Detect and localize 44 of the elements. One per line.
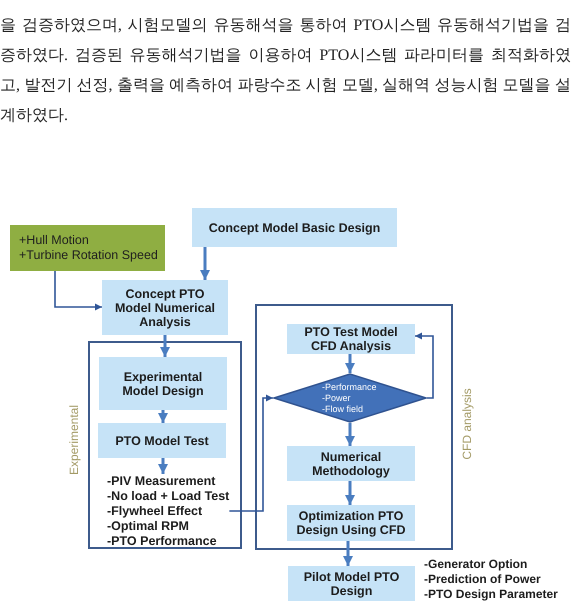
note-item: -Generator Option bbox=[424, 557, 528, 572]
arrow bbox=[345, 481, 355, 505]
arrow bbox=[229, 394, 273, 512]
step-label: PTO Model Test bbox=[115, 434, 209, 448]
step-label: Pilot Model PTO Design bbox=[302, 570, 400, 598]
process-box bbox=[288, 566, 415, 601]
process-box bbox=[287, 324, 415, 354]
diamond-label: -Performance bbox=[322, 382, 377, 392]
arrow bbox=[345, 354, 355, 373]
arrow bbox=[345, 423, 355, 446]
list-item: -PIV Measurement bbox=[107, 474, 216, 489]
process-box bbox=[98, 423, 226, 458]
input-item: +Hull Motion bbox=[19, 233, 89, 248]
arrow bbox=[200, 247, 210, 280]
input-item: +Turbine Rotation Speed bbox=[19, 248, 158, 263]
list-item: -Flywheel Effect bbox=[107, 504, 202, 519]
process-box bbox=[192, 208, 397, 247]
list-item: -No load + Load Test bbox=[107, 489, 230, 504]
diamond-label: -Power bbox=[322, 392, 351, 404]
step-label: Optimization PTO Design Using CFD bbox=[295, 509, 407, 537]
frame-label: CFD analysis bbox=[460, 388, 474, 460]
diamond-label: -Flow field bbox=[322, 404, 364, 414]
process-box bbox=[102, 280, 228, 335]
list-item: -PTO Performance bbox=[107, 534, 217, 549]
process-box bbox=[287, 446, 415, 481]
arrow bbox=[158, 410, 168, 423]
step-label: Numerical Methodology bbox=[311, 450, 391, 478]
step-label: Experimental Model Design bbox=[121, 370, 205, 398]
note-item: -Prediction of Power bbox=[424, 572, 541, 587]
arrow bbox=[160, 335, 170, 357]
arrow bbox=[158, 458, 168, 474]
process-box bbox=[287, 505, 415, 541]
arrow bbox=[343, 541, 353, 566]
arrow bbox=[54, 271, 102, 310]
input-box bbox=[10, 225, 165, 271]
body-paragraph: 을 검증하였으며, 시험모델의 유동해석을 통하여 PTO시스템 유동해석기법을 검증하였다. 검증된 유동해석기법을 이용하여 PTO시스템 파라미터를 최적화하였고, 발전기 선정, 출력을 예측하여 파랑수조 시험 모델, 실해역 성능시험 모델을 설계하였다. bbox=[0, 16, 571, 126]
note-item: -PTO Design Parameter bbox=[424, 587, 558, 602]
process-box bbox=[99, 357, 227, 410]
step-label: Concept Model Basic Design bbox=[208, 220, 380, 234]
arrow bbox=[415, 332, 434, 399]
frame-label: Experimental bbox=[67, 404, 81, 476]
list-item: -Optimal RPM bbox=[107, 519, 189, 534]
step-label: PTO Test Model CFD Analysis bbox=[303, 325, 399, 353]
step-label: Concept PTO Model Numerical Analysis bbox=[114, 286, 216, 328]
